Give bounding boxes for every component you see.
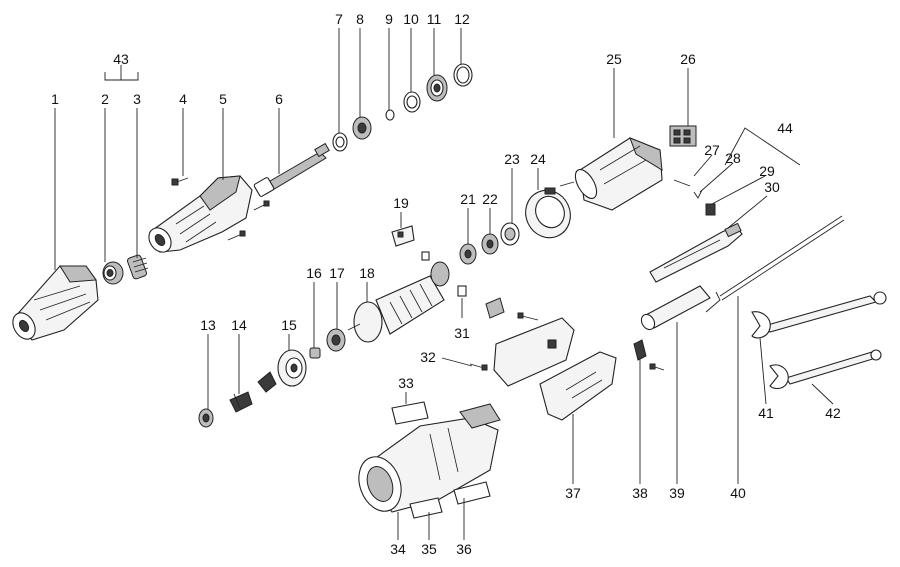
part-33-label	[391, 401, 429, 425]
part-36-label	[453, 481, 491, 505]
part-28-spring	[693, 189, 703, 199]
part-16-sleeve	[309, 347, 321, 359]
part-21-bearing	[459, 243, 477, 265]
part-37-handle-shell	[539, 351, 617, 421]
callout-23: 23	[504, 151, 520, 167]
part-24-air-guide	[525, 187, 571, 239]
part-6-spindle	[253, 142, 330, 197]
part-4-screw	[171, 177, 189, 186]
part-18-armature	[347, 261, 450, 343]
callout-35: 35	[421, 541, 437, 557]
callout-25: 25	[606, 51, 622, 67]
part-41-wrench	[751, 291, 887, 339]
callout-10: 10	[403, 11, 419, 27]
callout-labels: 1 2 3 4 5 6 7 8 9 10 11 12 13 14 15 16 1…	[51, 11, 841, 557]
part-26-switch-module	[669, 125, 697, 147]
part-27-pin	[673, 179, 691, 187]
callout-37: 37	[565, 485, 581, 501]
part-40-cable-rod	[705, 215, 845, 313]
part-38-switch-knob	[633, 339, 665, 371]
callout-11: 11	[427, 11, 442, 27]
part-22-bearing	[481, 233, 499, 255]
callout-24: 24	[530, 151, 546, 167]
callout-19: 19	[393, 195, 409, 211]
callout-15: 15	[281, 317, 297, 333]
callout-31: 31	[454, 325, 470, 341]
callout-29: 29	[759, 163, 775, 179]
callout-28: 28	[725, 150, 741, 166]
callout-26: 26	[680, 51, 696, 67]
callout-42: 42	[825, 405, 841, 421]
callout-33: 33	[398, 375, 414, 391]
part-25-stator	[559, 137, 663, 211]
part-9-ring	[385, 109, 395, 121]
part-13-cap	[198, 408, 214, 428]
callout-9: 9	[385, 11, 393, 27]
part-10-washer	[403, 91, 421, 113]
part-7-washer	[332, 132, 348, 152]
part-42-wrench	[769, 349, 882, 390]
callout-18: 18	[359, 265, 375, 281]
part-12-ring	[453, 63, 473, 87]
callout-21: 21	[460, 191, 476, 207]
part-30-switch-slider	[649, 222, 743, 283]
callout-1: 1	[51, 91, 59, 107]
callout-44: 44	[777, 120, 793, 136]
callout-38: 38	[632, 485, 648, 501]
callout-43: 43	[113, 51, 129, 67]
callout-36: 36	[456, 541, 472, 557]
part-11-bearing	[426, 74, 448, 102]
callout-7: 7	[335, 11, 343, 27]
callout-34: 34	[390, 541, 406, 557]
part-17-bearing	[326, 328, 346, 352]
part-19-brush	[421, 251, 430, 261]
part-23-ring	[500, 222, 520, 246]
part-14-clip	[229, 391, 253, 413]
callout-40: 40	[730, 485, 746, 501]
part-31-brush	[457, 285, 467, 297]
part-5-gear-housing	[148, 175, 253, 253]
part-5-screws	[227, 200, 270, 241]
part-3-collet	[127, 254, 149, 280]
part-15-fan	[257, 349, 307, 393]
part-2-collet-nut	[102, 261, 124, 285]
part-1-nose-cap	[12, 265, 99, 341]
callout-41: 41	[758, 405, 774, 421]
callout-16: 16	[306, 265, 322, 281]
callout-27: 27	[704, 142, 720, 158]
callout-12: 12	[454, 11, 470, 27]
part-35-label	[409, 497, 443, 519]
callout-39: 39	[669, 485, 685, 501]
callout-30: 30	[764, 179, 780, 195]
callout-8: 8	[356, 11, 364, 27]
leader-lines	[54, 28, 834, 540]
callout-3: 3	[133, 91, 141, 107]
callout-4: 4	[179, 91, 187, 107]
part-39-sleeve	[640, 285, 711, 331]
callout-22: 22	[482, 191, 498, 207]
callout-13: 13	[200, 317, 216, 333]
callout-2: 2	[101, 91, 109, 107]
part-34-motor-housing	[358, 403, 501, 513]
callout-5: 5	[219, 91, 227, 107]
part-29-block	[705, 203, 716, 216]
callout-14: 14	[231, 317, 247, 333]
part-8-bearing	[352, 116, 372, 140]
part-32-screw	[469, 363, 488, 371]
part-brush-holder-small	[485, 297, 539, 321]
part-housing-half	[493, 317, 575, 387]
callout-6: 6	[275, 91, 283, 107]
callout-17: 17	[329, 265, 345, 281]
callout-32: 32	[420, 349, 436, 365]
part-19-brush-holder	[391, 225, 415, 247]
